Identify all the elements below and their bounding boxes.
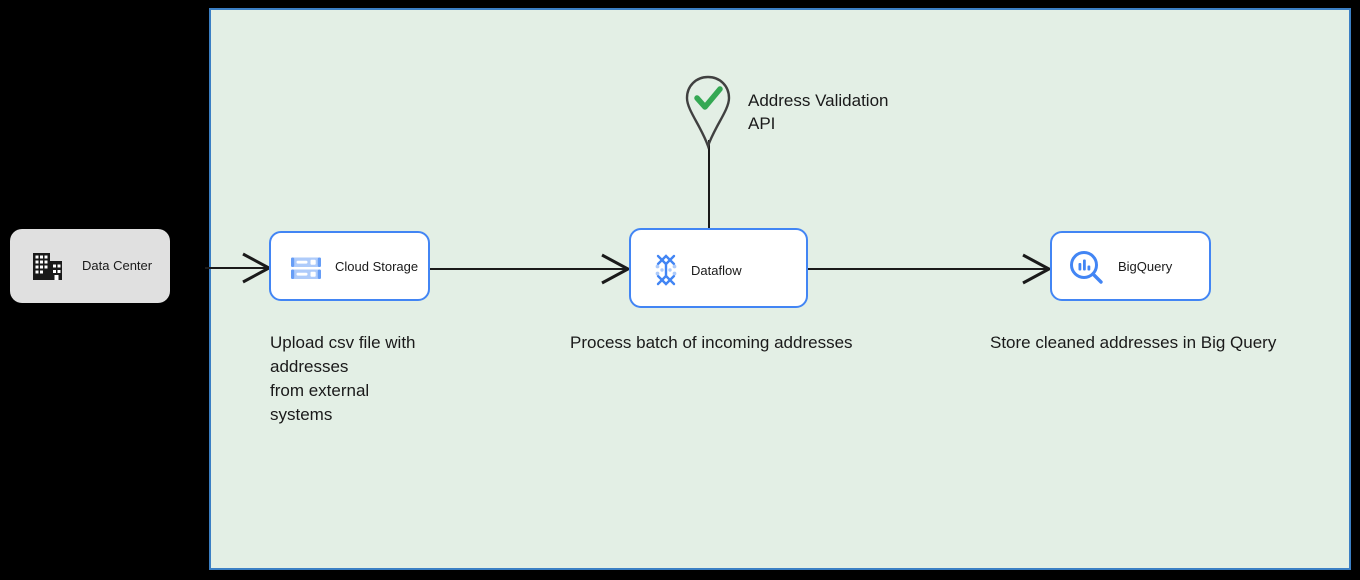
dataflow-icon (649, 253, 683, 287)
node-data-center[interactable]: Data Center (10, 229, 170, 303)
connector-api-to-dataflow (708, 140, 710, 230)
node-dataflow[interactable]: Dataflow (629, 228, 808, 308)
caption-dataflow: Process batch of incoming addresses (570, 333, 853, 352)
bigquery-icon (1068, 249, 1106, 287)
connector-dataflow-to-bigquery (803, 253, 1053, 285)
caption-bigquery: Store cleaned addresses in Big Query (990, 333, 1277, 352)
caption-cloud-storage: Upload csv file with addresses from exte… (270, 333, 416, 424)
node-label-cloud-storage: Cloud Storage (335, 259, 419, 274)
connector-cloud-storage-to-dataflow (425, 253, 632, 285)
node-label-data-center: Data Center (82, 258, 153, 273)
node-label-bigquery: BigQuery (1118, 259, 1173, 274)
external-service-label: Address Validation API (748, 91, 889, 133)
connector-data-center-to-cloud-storage (205, 252, 273, 284)
node-label-dataflow: Dataflow (691, 263, 742, 278)
cloud-storage-icon (289, 251, 323, 285)
node-bigquery[interactable]: BigQuery (1050, 231, 1211, 301)
node-cloud-storage[interactable]: Cloud Storage (269, 231, 430, 301)
map-pin-check-icon (683, 74, 733, 150)
data-center-icon (32, 252, 64, 287)
